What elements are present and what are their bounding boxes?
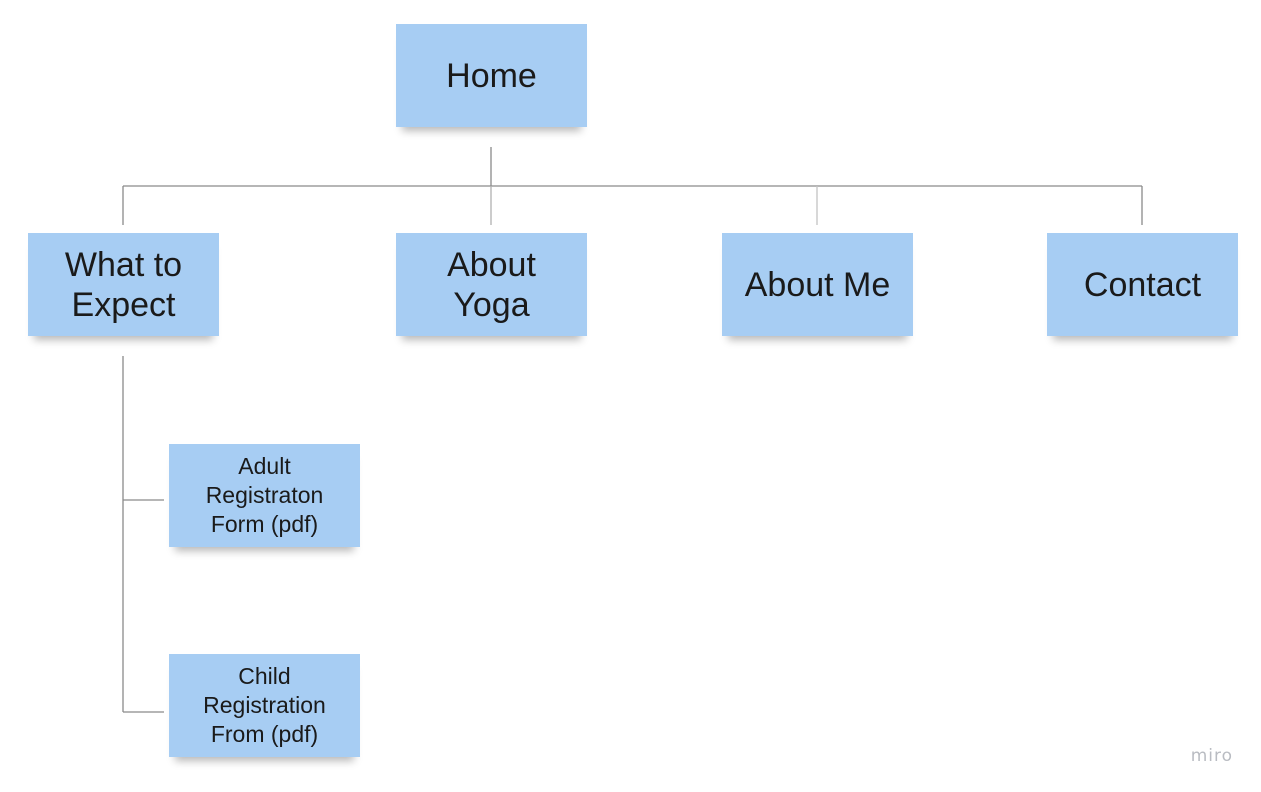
miro-watermark: miro xyxy=(1190,746,1233,766)
node-what-to-expect[interactable]: What to Expect xyxy=(28,233,219,336)
node-child-form-label: Child Registration From (pdf) xyxy=(203,663,326,747)
node-adult-form-label: Adult Registraton Form (pdf) xyxy=(205,453,324,537)
node-what-to-expect-label: What to Expect xyxy=(64,245,183,324)
node-about-yoga[interactable]: About Yoga xyxy=(396,233,587,336)
node-contact-label: Contact xyxy=(1083,265,1202,304)
node-about-yoga-label: About Yoga xyxy=(447,245,536,324)
node-home-label: Home xyxy=(446,56,537,95)
node-about-me-label: About Me xyxy=(744,265,891,304)
node-home[interactable]: Home xyxy=(396,24,587,127)
node-about-me[interactable]: About Me xyxy=(722,233,913,336)
node-contact[interactable]: Contact xyxy=(1047,233,1238,336)
node-adult-form[interactable]: Adult Registraton Form (pdf) xyxy=(169,444,360,547)
node-child-form[interactable]: Child Registration From (pdf) xyxy=(169,654,360,757)
